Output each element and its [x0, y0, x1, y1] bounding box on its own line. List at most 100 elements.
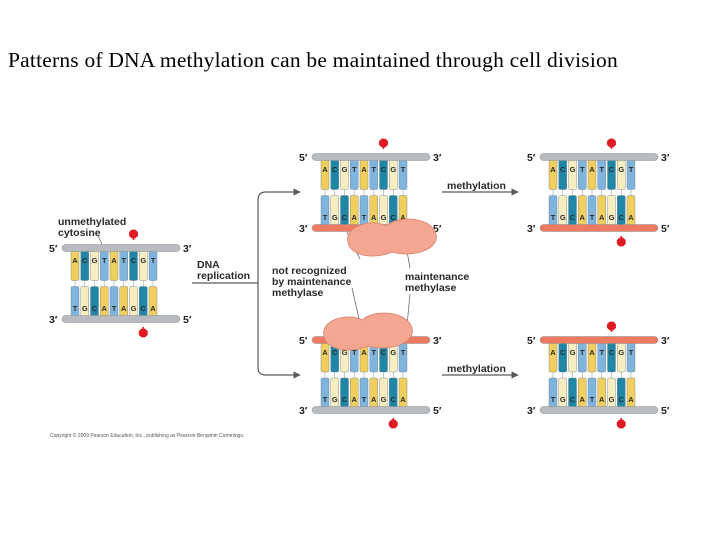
base-label: A	[72, 256, 78, 265]
three-prime-label: 3′	[433, 335, 442, 347]
base-label: T	[352, 348, 357, 357]
base-label: C	[619, 213, 625, 222]
five-prime-label: 5′	[661, 223, 670, 235]
base-label: A	[599, 395, 605, 404]
base-label: C	[570, 395, 576, 404]
three-prime-label: 3′	[183, 243, 192, 255]
base-label: T	[323, 213, 328, 222]
methylation-label-bottom: methylation	[447, 363, 506, 375]
base-label: T	[121, 256, 126, 265]
methyl-group-icon	[616, 237, 626, 247]
base-label: G	[609, 213, 615, 222]
base-label: A	[599, 213, 605, 222]
base-label: T	[551, 395, 556, 404]
methyl-group-icon	[138, 328, 148, 338]
base-label: T	[371, 348, 376, 357]
base-label: G	[560, 213, 566, 222]
three-prime-label: 3′	[661, 152, 670, 164]
base-label: A	[628, 213, 634, 222]
base-label: G	[618, 348, 624, 357]
dna-layer: ATCGGCTAATTACGGCTA5′3′3′5′ATCGGCTAATTACG…	[49, 138, 670, 429]
unmethylated-cytosine-label: unmethylated	[58, 216, 126, 228]
base-label: T	[401, 165, 406, 174]
enzyme-layer	[323, 218, 437, 351]
base-label: A	[352, 395, 358, 404]
three-prime-label: 3′	[299, 223, 308, 235]
base-label: G	[390, 165, 396, 174]
base-label: A	[550, 165, 556, 174]
base-label: G	[342, 165, 348, 174]
base-label: A	[589, 165, 595, 174]
base-label: T	[590, 395, 595, 404]
three-prime-label: 3′	[49, 314, 58, 326]
methylation-label-top: methylation	[447, 180, 506, 192]
top-strand	[539, 336, 659, 344]
five-prime-label: 5′	[527, 335, 536, 347]
base-label: A	[150, 304, 156, 313]
base-label: G	[618, 165, 624, 174]
replication-arrow-up	[257, 188, 301, 283]
top-strand	[61, 244, 181, 252]
base-label: A	[121, 304, 127, 313]
base-label: A	[361, 348, 367, 357]
methyl-group-icon	[607, 138, 616, 148]
bottom-strand	[539, 406, 659, 414]
five-prime-label: 5′	[527, 152, 536, 164]
base-label: A	[322, 165, 328, 174]
five-prime-label: 5′	[433, 223, 442, 235]
base-label: C	[570, 213, 576, 222]
methyl-group-icon	[607, 321, 616, 331]
not-recognized-label: by maintenance	[272, 276, 352, 288]
base-label: T	[73, 304, 78, 313]
base-label: C	[332, 348, 338, 357]
base-label: A	[322, 348, 328, 357]
replication-arrow-down	[257, 283, 301, 379]
base-label: A	[102, 304, 108, 313]
base-label: C	[619, 395, 625, 404]
five-prime-label: 5′	[49, 243, 58, 255]
base-label: T	[590, 213, 595, 222]
base-label: A	[111, 256, 117, 265]
base-label: C	[609, 348, 615, 357]
base-label: T	[599, 348, 604, 357]
base-label: A	[628, 395, 634, 404]
pointer-unmethylated	[97, 235, 103, 245]
base-label: T	[401, 348, 406, 357]
base-label: C	[342, 213, 348, 222]
base-label: C	[141, 304, 147, 313]
base-label: G	[570, 348, 576, 357]
five-prime-label: 5′	[183, 314, 192, 326]
base-label: T	[352, 165, 357, 174]
base-label: T	[112, 304, 117, 313]
dna-replication-label: DNA	[197, 259, 220, 271]
base-label: C	[131, 256, 137, 265]
base-label: A	[361, 165, 367, 174]
base-label: G	[570, 165, 576, 174]
base-label: G	[140, 256, 146, 265]
base-label: G	[332, 395, 338, 404]
base-label: C	[560, 165, 566, 174]
not-recognized-label: methylase	[272, 287, 324, 299]
bottom-strand	[539, 224, 659, 232]
not-recognized-label: not recognized	[272, 265, 347, 277]
maintenance-methylase-label: methylase	[405, 282, 457, 294]
base-label: C	[82, 256, 88, 265]
base-label: T	[629, 165, 634, 174]
base-label: A	[400, 395, 406, 404]
base-label: G	[560, 395, 566, 404]
base-label: A	[371, 395, 377, 404]
base-label: A	[580, 213, 586, 222]
base-label: C	[381, 165, 387, 174]
base-label: G	[131, 304, 137, 313]
methylase-enzyme-bottom	[323, 312, 413, 351]
base-label: T	[551, 213, 556, 222]
base-label: C	[332, 165, 338, 174]
base-label: A	[371, 213, 377, 222]
base-label: T	[599, 165, 604, 174]
